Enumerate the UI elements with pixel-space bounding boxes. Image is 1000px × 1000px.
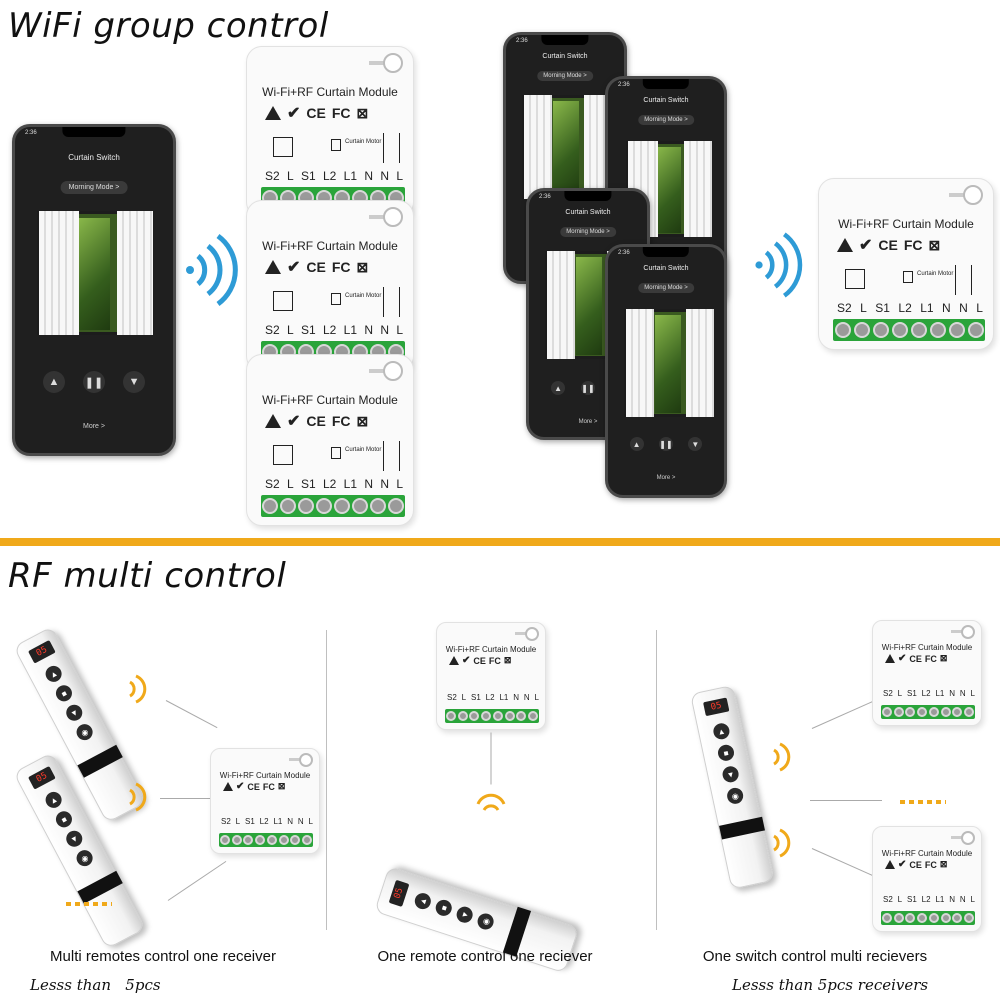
warning-icon	[265, 106, 281, 120]
remote-up-button[interactable]: ▲	[42, 663, 65, 685]
remote-power-button[interactable]: ◉	[73, 721, 96, 743]
ce-mark: CE	[306, 413, 326, 429]
column-divider-right	[656, 630, 657, 930]
section-divider	[0, 538, 1000, 546]
ce-mark: CE	[306, 105, 326, 121]
module-title: Wi-Fi+RF Curtain Module	[262, 239, 398, 253]
more-receivers-dots	[900, 800, 946, 804]
open-icon[interactable]: ▲	[42, 371, 65, 393]
limit-remotes: Lesss than 5pcs	[30, 976, 161, 994]
curtain-module-1: Wi-Fi+RF Curtain Module ✔ CE FC ⊠ Curtai…	[246, 46, 414, 218]
caption-one-remote: One remote control one reciever	[377, 948, 593, 965]
column-divider-left	[326, 630, 327, 930]
terminal-strip	[833, 319, 985, 341]
weee-icon: ⊠	[928, 236, 941, 253]
more-remotes-dots	[66, 902, 112, 906]
fc-mark: FC	[331, 413, 351, 429]
open-icon[interactable]: ▲	[629, 437, 644, 451]
wifi-signal-icon	[186, 233, 238, 307]
limit-receivers: Lesss than 5pcs receivers	[732, 976, 929, 994]
motor-label: Curtain Motor	[345, 139, 382, 145]
wifi-group-heading: WiFi group control	[8, 6, 329, 46]
pause-icon[interactable]: ❚❚	[658, 437, 673, 451]
rf-multi-heading: RF multi control	[8, 556, 287, 596]
rf-signal-icon	[773, 742, 791, 772]
check-icon: ✔	[859, 237, 873, 254]
caption-one-switch: One switch control multi recievers	[702, 948, 928, 965]
wiring-diagram: Curtain Motor	[273, 133, 403, 169]
weee-icon: ⊠	[356, 412, 369, 429]
weee-icon: ⊠	[356, 104, 369, 121]
remote-led-display: 05	[27, 639, 56, 664]
motor-label: Curtain Motor	[917, 271, 954, 277]
rf-signal-icon	[129, 782, 147, 812]
phone-time: 2:36	[25, 130, 37, 136]
open-icon[interactable]: ▲	[551, 381, 566, 395]
module-title: Wi-Fi+RF Curtain Module	[262, 85, 398, 99]
warning-icon	[837, 238, 853, 252]
warning-icon	[265, 260, 281, 274]
remote-stop-button[interactable]: ■	[53, 682, 75, 705]
pause-icon[interactable]: ❚❚	[580, 381, 595, 395]
ce-mark: CE	[306, 259, 326, 275]
module-title: Wi-Fi+RF Curtain Module	[262, 393, 398, 407]
phone-mode-button[interactable]: Morning Mode >	[60, 181, 128, 194]
rf-signal-icon	[476, 793, 506, 811]
phone-large: 2:36 Curtain Switch Morning Mode > ▲ ❚❚ …	[12, 124, 176, 456]
check-icon: ✔	[287, 259, 301, 276]
motor-label: Curtain Motor	[345, 447, 382, 453]
check-icon: ✔	[287, 413, 301, 430]
wiring-diagram: Curtain Motor	[273, 441, 403, 477]
curtain-left	[39, 211, 79, 335]
more-link[interactable]: More >	[83, 423, 105, 430]
fc-mark: FC	[331, 259, 351, 275]
weee-icon: ⊠	[356, 258, 369, 275]
check-icon: ✔	[287, 105, 301, 122]
motor-label: Curtain Motor	[345, 293, 382, 299]
close-icon[interactable]: ▼	[123, 371, 146, 393]
module-title: Wi-Fi+RF Curtain Module	[838, 217, 974, 231]
fc-mark: FC	[331, 105, 351, 121]
terminal-strip	[261, 495, 405, 517]
curtain-module-single: Wi-Fi+RF Curtain Module ✔ CE FC ⊠ Curtai…	[818, 178, 994, 350]
close-icon[interactable]: ▼	[688, 437, 703, 451]
rf-signal-icon	[773, 828, 791, 858]
phone-title: Curtain Switch	[68, 153, 120, 162]
curtain-module-3: Wi-Fi+RF Curtain Module ✔ CE FC ⊠ Curtai…	[246, 354, 414, 526]
remote-down-button[interactable]: ▼	[63, 701, 86, 724]
wifi-signal-icon	[755, 232, 803, 298]
pause-icon[interactable]: ❚❚	[83, 371, 105, 393]
rf-signal-icon	[129, 674, 147, 704]
caption-multi-remotes: Multi remotes control one receiver	[50, 948, 276, 965]
wiring-diagram: Curtain Motor	[273, 287, 403, 323]
fc-mark: FC	[903, 237, 923, 253]
ce-mark: CE	[878, 237, 898, 253]
warning-icon	[265, 414, 281, 428]
phone-small-4: 2:36 Curtain Switch Morning Mode > ▲ ❚❚ …	[605, 244, 727, 498]
curtain-right	[117, 211, 153, 335]
wiring-diagram: Curtain Motor	[845, 265, 975, 301]
curtain-module-2: Wi-Fi+RF Curtain Module ✔ CE FC ⊠ Curtai…	[246, 200, 414, 372]
